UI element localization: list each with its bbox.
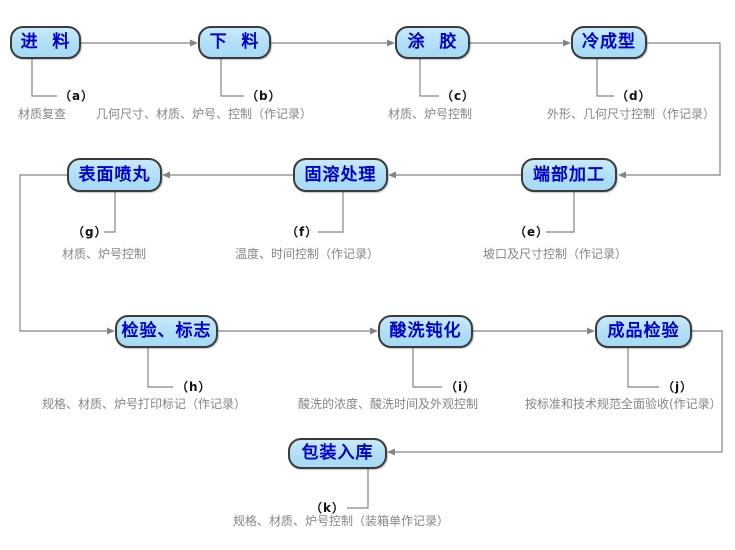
- callout-label-d: （d）: [616, 89, 652, 103]
- callout-line-k: [347, 469, 369, 509]
- callout-label-h: （h）: [176, 380, 212, 394]
- control-desc-k: 规格、材质、炉号控制（装箱单作记录）: [233, 514, 450, 528]
- node-box-shot-peening: 表面喷丸: [67, 158, 162, 192]
- callout-label-f: （f）: [286, 225, 319, 239]
- control-desc-f: 温度、时间控制（作记录）: [235, 247, 380, 261]
- node-box-inspect-mark: 检验、标志: [115, 315, 218, 348]
- flow-line-d-e: [626, 42, 721, 176]
- node-box-final-inspect: 成品检验: [595, 315, 692, 348]
- callout-label-g: （g）: [72, 225, 108, 239]
- callout-label-b: （b）: [246, 89, 282, 103]
- callout-line-a: [31, 59, 57, 97]
- callout-line-j: [627, 348, 659, 388]
- arrowhead-f: [388, 171, 396, 179]
- callout-line-g: [104, 192, 116, 233]
- node-box-end-machining: 端部加工: [521, 158, 617, 192]
- arrowhead-e: [618, 171, 626, 179]
- node-box-gluing: 涂 胶: [395, 26, 470, 59]
- callout-line-d: [596, 59, 614, 97]
- control-desc-b: 几何尺寸、材质、炉号、控制（作记录）: [96, 107, 313, 121]
- callout-line-e: [546, 192, 575, 233]
- callout-label-e: （e）: [514, 225, 550, 239]
- callout-label-k: （k）: [310, 501, 345, 515]
- flow-line-g-h: [19, 174, 107, 332]
- node-box-solution-treat: 固溶处理: [293, 158, 388, 192]
- arrowhead-h: [107, 327, 115, 335]
- callout-line-h: [147, 348, 173, 388]
- node-box-pack-warehouse: 包装入库: [288, 438, 387, 469]
- node-box-cold-forming: 冷成型: [571, 26, 647, 59]
- control-desc-i: 酸洗的浓度、酸洗时间及外观控制: [298, 397, 479, 411]
- arrowhead-i: [370, 327, 378, 335]
- arrowhead-k: [387, 448, 395, 456]
- node-box-cutting: 下 料: [198, 26, 271, 59]
- callout-line-i: [412, 348, 442, 388]
- flow-line-j-k: [395, 330, 723, 453]
- arrowhead-g: [162, 171, 170, 179]
- callout-line-c: [419, 59, 439, 97]
- callout-line-b: [220, 59, 244, 97]
- control-desc-d: 外形、几何尺寸控制（作记录）: [547, 107, 716, 121]
- control-desc-e: 坡口及尺寸控制（作记录）: [483, 247, 628, 261]
- node-box-pickling: 酸洗钝化: [378, 315, 473, 348]
- control-desc-j: 按标准和技术规范全面验收(作记录）: [525, 397, 722, 411]
- callout-label-a: （a）: [59, 89, 95, 103]
- arrowhead-d: [563, 39, 571, 47]
- control-desc-c: 材质、炉号控制: [388, 107, 473, 121]
- arrowhead-c: [387, 39, 395, 47]
- arrowhead-j: [587, 327, 595, 335]
- control-desc-a: 材质复查: [18, 107, 67, 121]
- control-desc-h: 规格、材质、炉号打印标记（作记录）: [42, 397, 247, 411]
- arrowhead-b: [190, 39, 198, 47]
- callout-line-f: [318, 192, 344, 233]
- control-desc-g: 材质、炉号控制: [62, 247, 147, 261]
- node-box-feed: 进 料: [10, 26, 81, 59]
- callout-label-i: （i）: [445, 380, 477, 394]
- callout-label-j: （j）: [662, 380, 694, 394]
- callout-label-c: （c）: [441, 89, 476, 103]
